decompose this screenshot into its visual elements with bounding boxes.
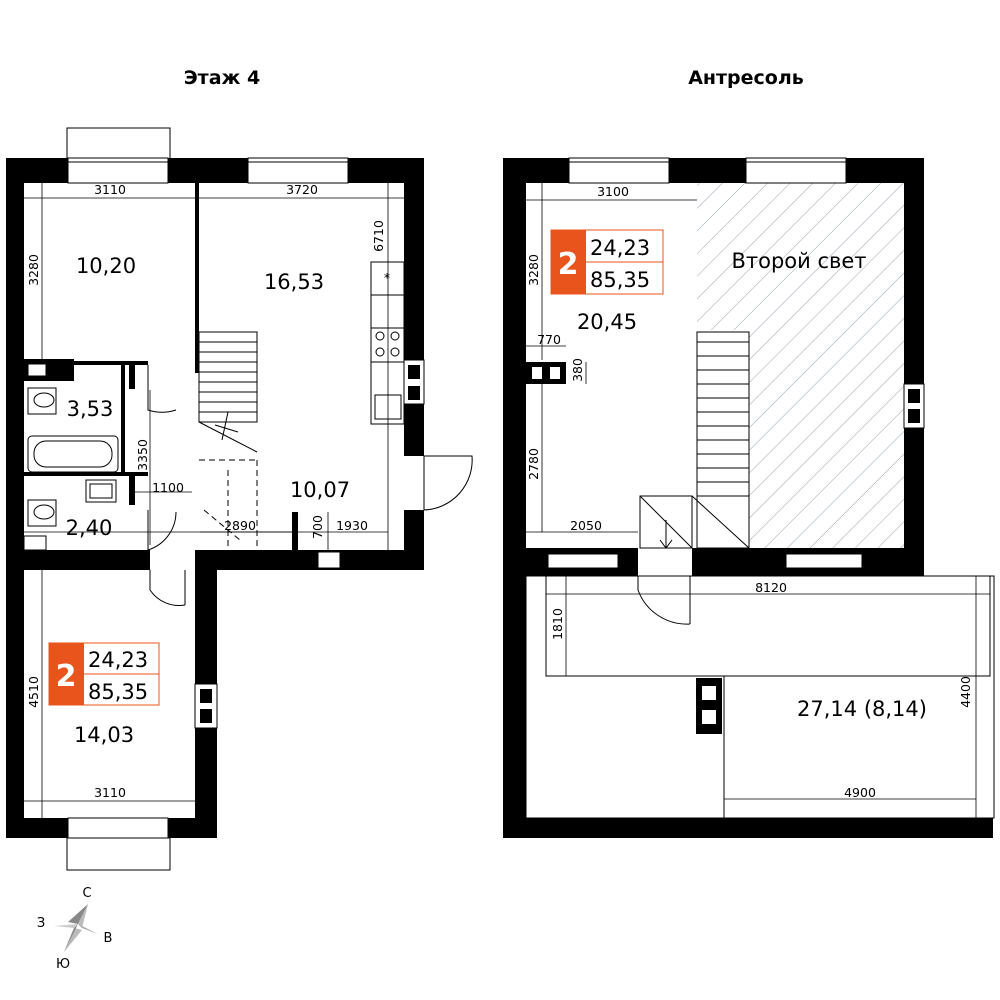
compass-arrow-icon [68, 904, 88, 924]
dim-8120: 8120 [755, 580, 787, 595]
dim-2890: 2890 [224, 518, 256, 533]
dim-3110-top: 3110 [94, 182, 126, 197]
dim-3350: 3350 [135, 439, 150, 471]
badge-rooms-mz: 2 [558, 247, 579, 282]
mezzanine-title: Антресоль [688, 67, 804, 89]
room-area-bedroom-bottom: 14,03 [74, 723, 134, 747]
compass-north: С [82, 886, 91, 901]
floor4-stairs [198, 331, 258, 550]
floor4-bath-fixtures [23, 387, 119, 551]
badge-living-area-mz: 24,23 [590, 236, 650, 260]
floor4-dimensions [24, 183, 404, 818]
mezzanine-plan: 3100 3280 770 380 2780 2050 8120 1810 44… [503, 157, 995, 838]
badge-total-area-f4: 85,35 [88, 680, 148, 704]
room-area-bath1: 3,53 [67, 397, 114, 421]
mezzanine-badge: 2 24,23 85,35 [550, 229, 664, 295]
badge-rooms-f4: 2 [56, 659, 77, 694]
compass: С З В Ю [37, 886, 113, 972]
dim-3110-bottom: 3110 [94, 785, 126, 800]
floor4-title: Этаж 4 [184, 67, 261, 89]
dim-380: 380 [570, 358, 585, 382]
badge-total-area-mz: 85,35 [590, 268, 650, 292]
floor4-plan: * [6, 127, 473, 871]
dim-3720: 3720 [286, 182, 318, 197]
dim-2050: 2050 [570, 518, 602, 533]
dim-770: 770 [537, 332, 561, 347]
svg-text:*: * [384, 270, 390, 285]
floor4-bay-window-top [66, 127, 171, 161]
dim-4400: 4400 [958, 676, 973, 708]
room-area-bedroom-top: 10,20 [76, 254, 136, 278]
compass-south: Ю [56, 957, 70, 972]
mezzanine-dimensions [526, 183, 990, 818]
dim-4510: 4510 [26, 676, 41, 708]
mezzanine-door [637, 576, 691, 625]
dim-6710: 6710 [371, 220, 386, 252]
floor4-bay-window-bottom [66, 837, 171, 871]
dim-1930: 1930 [336, 518, 368, 533]
dim-1100: 1100 [152, 480, 184, 495]
room-area-hall: 10,07 [290, 478, 350, 502]
mezzanine-wall-left [503, 158, 526, 838]
mezzanine-wall-right [904, 158, 924, 568]
floor4-doors [147, 365, 473, 606]
dim-1810: 1810 [550, 608, 565, 640]
compass-west: З [37, 916, 45, 931]
dim-3280-mz: 3280 [526, 254, 541, 286]
floor4-wall-left [6, 158, 24, 838]
room-area-terrace: 27,14 (8,14) [797, 697, 927, 721]
dim-3280-f4: 3280 [26, 254, 41, 286]
floor4-kitchen: * [370, 261, 405, 425]
dim-3100: 3100 [597, 184, 629, 199]
mezzanine-stairs [639, 331, 750, 549]
floor4-badge: 2 24,23 85,35 [48, 642, 160, 706]
room-area-living: 16,53 [264, 270, 324, 294]
dim-2780: 2780 [526, 448, 541, 480]
floor4-wall-right [404, 158, 424, 456]
badge-living-area-f4: 24,23 [88, 648, 148, 672]
room-area-mezzanine: 20,45 [577, 310, 637, 334]
dim-700: 700 [310, 515, 325, 539]
compass-east: В [104, 931, 113, 946]
dim-4900: 4900 [844, 785, 876, 800]
second-light-label: Второй свет [731, 249, 866, 273]
room-area-bath2: 2,40 [66, 516, 113, 540]
